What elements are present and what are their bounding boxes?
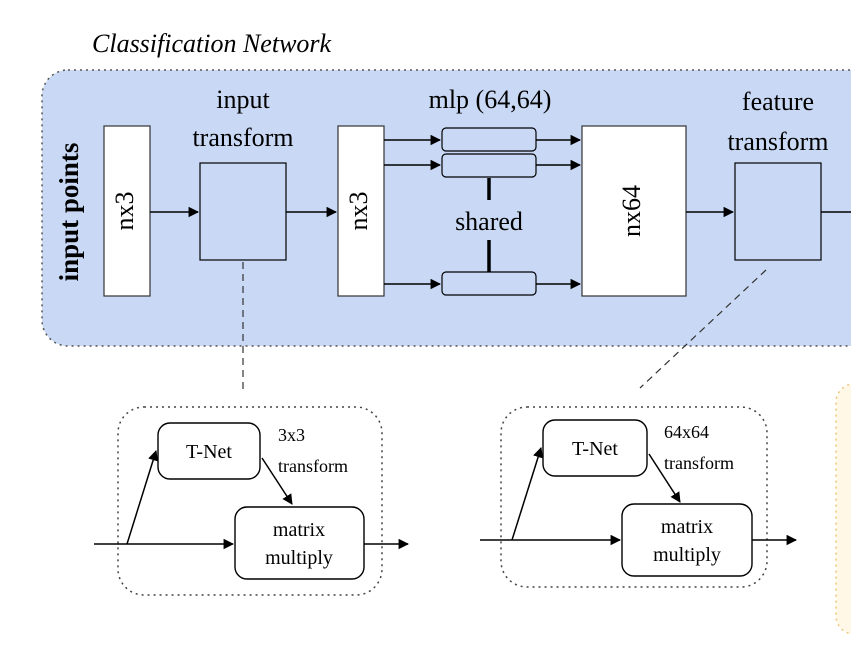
nx64-label: nx64 (617, 185, 646, 237)
input-tnet-branch-arrow (126, 449, 159, 545)
mlp-box-1 (441, 127, 537, 152)
input-tnet-to-matrix-arrow (261, 457, 293, 505)
feature-matrix-label-2: multiply (653, 544, 721, 566)
feature-transform-label-2: transform (727, 127, 828, 156)
feature-tnet-box (542, 419, 648, 477)
nx3-transformed-block (337, 125, 385, 297)
feature-transform-label-1: feature (742, 87, 814, 116)
input-matrix-label-1: matrix (273, 519, 325, 541)
feature-transform-connector (639, 269, 767, 389)
input-transform-label-2: transform (192, 123, 293, 152)
feature-tnet-to-matrix-arrow (648, 453, 681, 503)
nx64-block (581, 125, 687, 297)
right-panel (835, 383, 851, 635)
mlp-box-3 (441, 271, 537, 296)
diagram-title: Classification Network (92, 29, 332, 58)
shared-label: shared (455, 207, 523, 236)
feature-tnet-panel (500, 406, 768, 588)
feature-tnet-transform-label: transform (664, 453, 734, 473)
feature-tnet-transform-size: 64x64 (664, 422, 709, 442)
nx3-input-block (103, 125, 151, 297)
feature-matrix-label-1: matrix (661, 516, 713, 538)
nx3-input-label: nx3 (110, 192, 139, 231)
feature-tnet-branch-arrow (511, 446, 544, 541)
feature-tnet-label: T-Net (572, 438, 618, 460)
nx3-transformed-label: nx3 (344, 192, 373, 231)
input-tnet-label: T-Net (186, 441, 232, 463)
input-points-label: input points (54, 143, 84, 282)
input-tnet-box (157, 422, 261, 480)
mlp-label: mlp (64,64) (429, 85, 552, 114)
mlp-box-2 (441, 153, 537, 178)
input-tnet-transform-size: 3x3 (278, 425, 305, 445)
input-tnet-panel (117, 406, 383, 596)
input-tnet-transform-label: transform (278, 456, 348, 476)
input-transform-label-1: input (216, 85, 270, 114)
input-matrix-label-2: multiply (265, 547, 333, 569)
feature-transform-box (734, 162, 822, 261)
input-transform-box (199, 162, 287, 261)
input-matrix-multiply-box (234, 506, 365, 580)
